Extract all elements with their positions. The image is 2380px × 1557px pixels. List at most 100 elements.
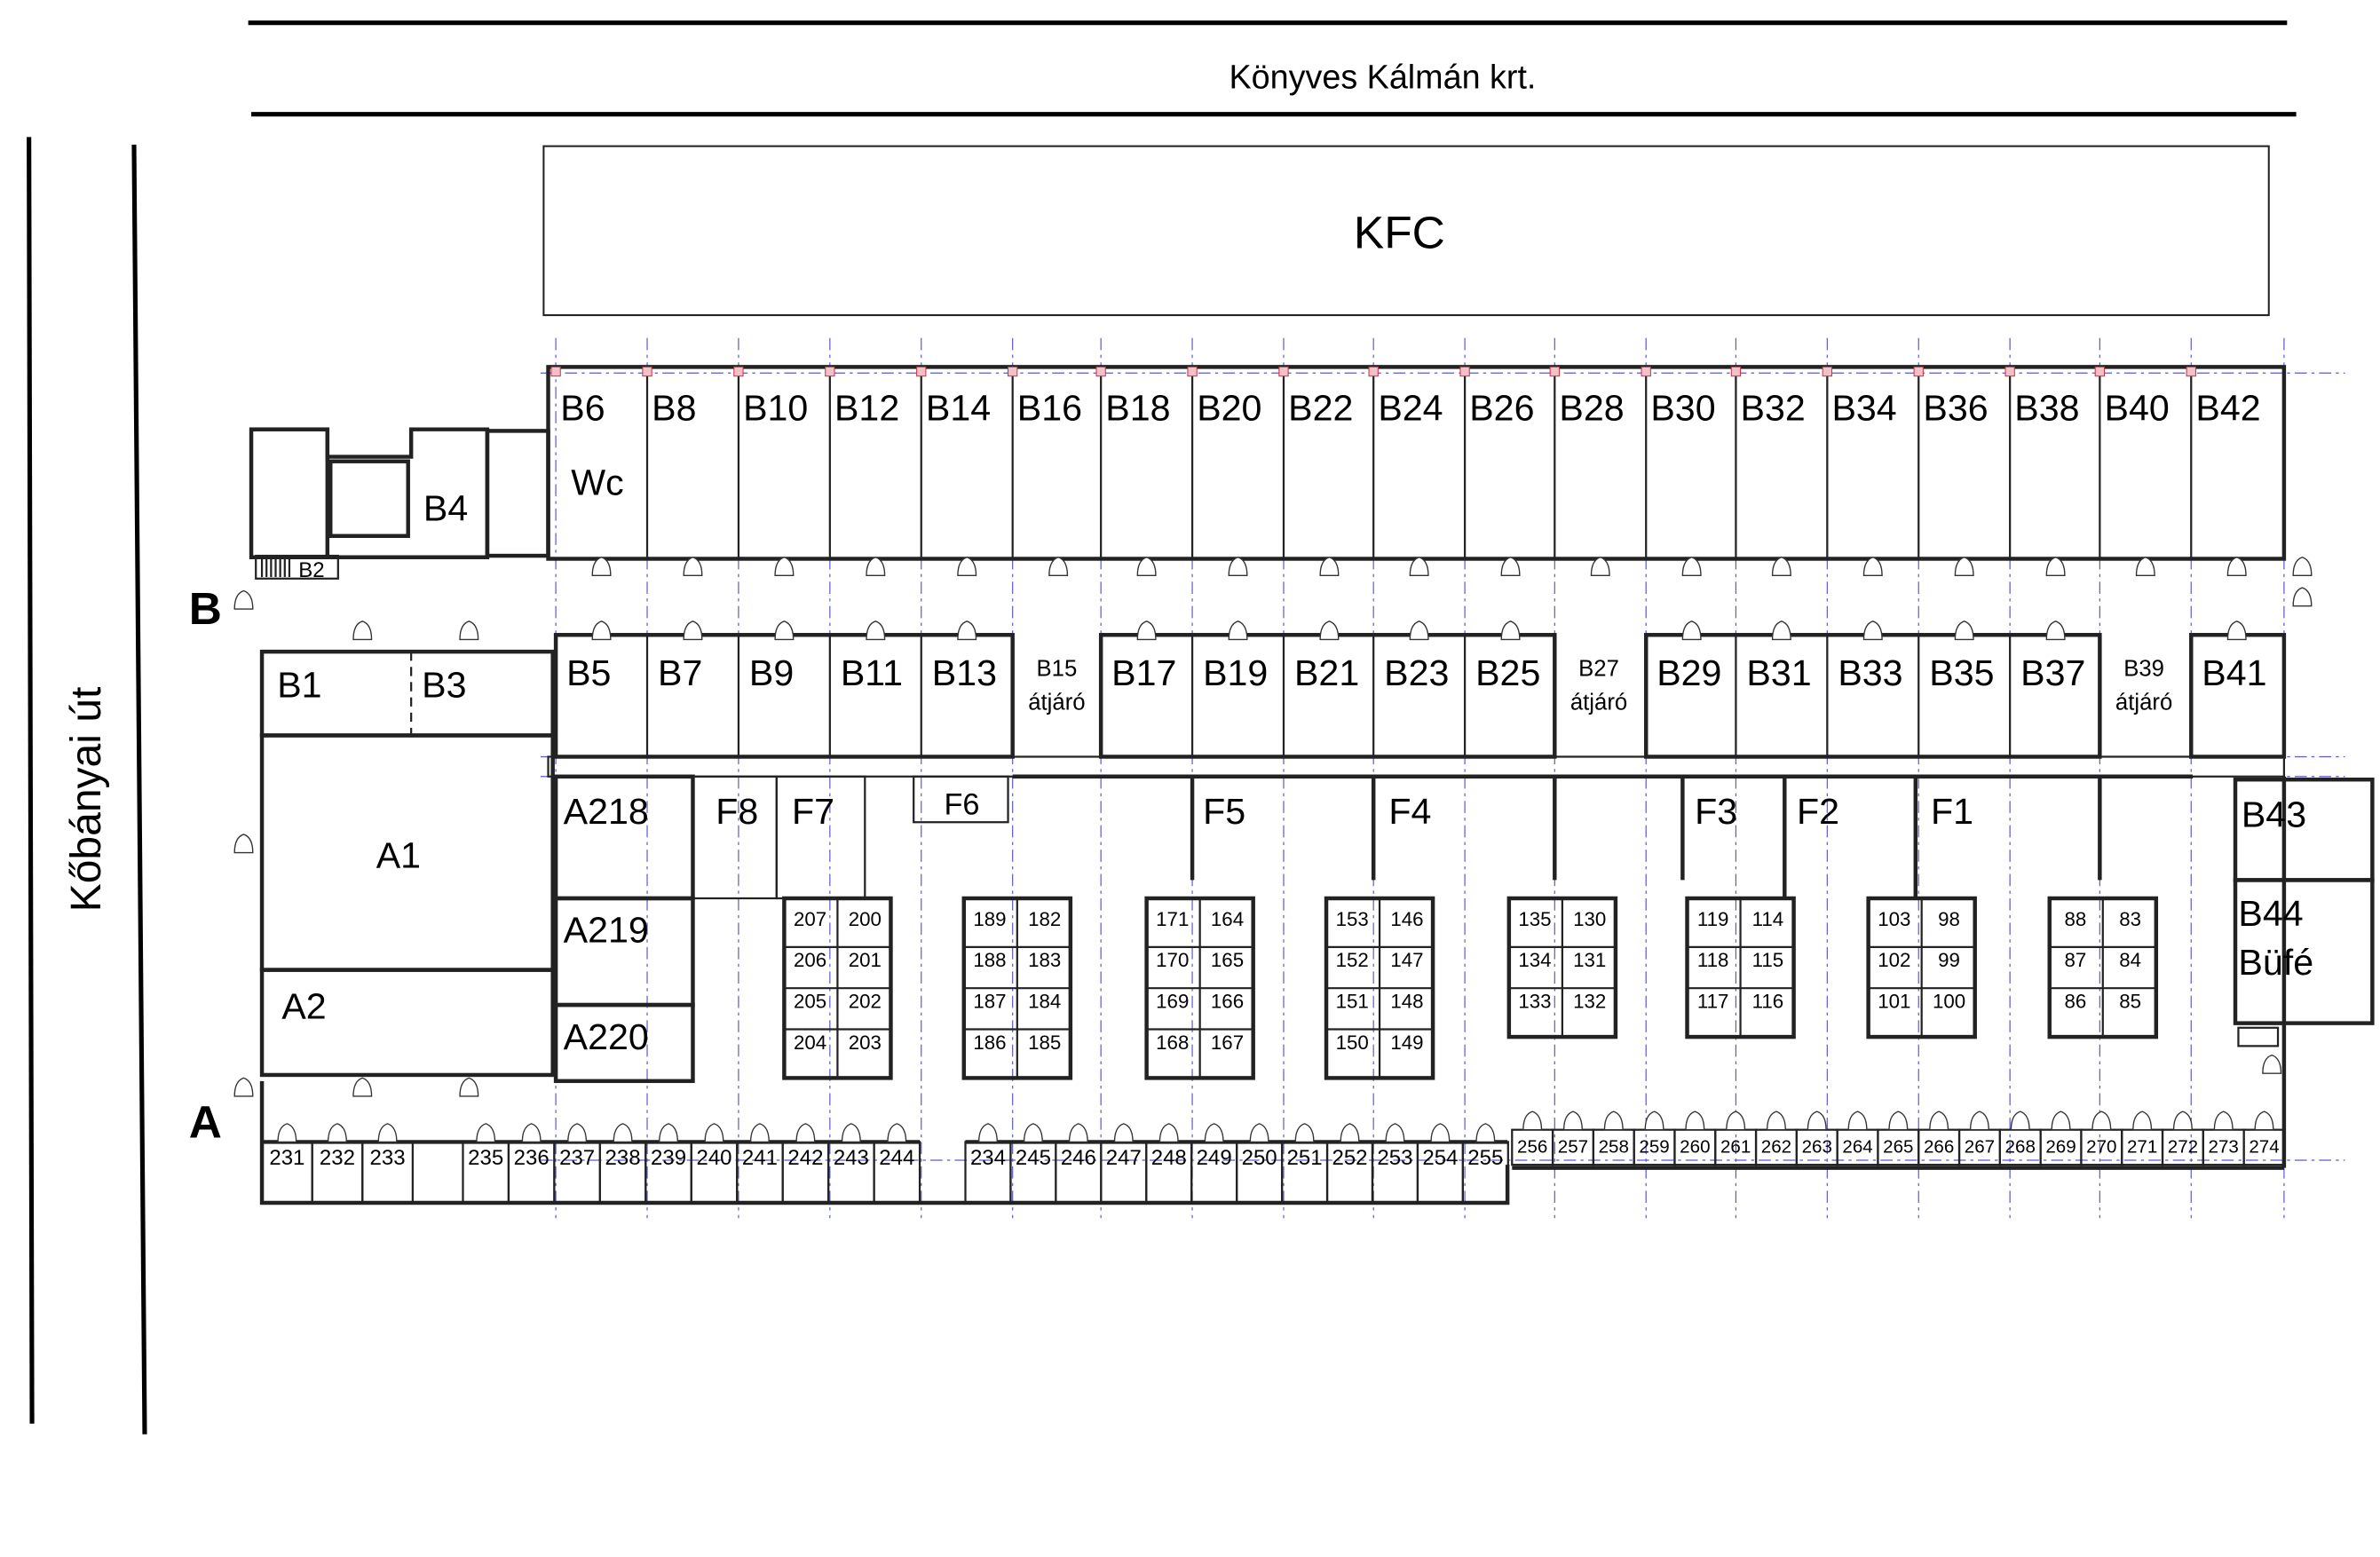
unit-label-B1: B1	[277, 665, 321, 706]
kiosk-label: 101	[1878, 990, 1910, 1012]
unit-label-B37: B37	[2020, 652, 2085, 693]
door-icon	[233, 589, 254, 610]
door-icon	[2045, 620, 2066, 641]
door-icon	[1249, 1123, 1269, 1143]
stall-label-256: 256	[1517, 1136, 1547, 1157]
kiosk-label: 171	[1156, 908, 1189, 930]
kiosk-label: 131	[1573, 949, 1606, 971]
column-marker	[642, 366, 652, 377]
door-icon	[233, 1077, 254, 1097]
door-icon	[1294, 1123, 1315, 1143]
stall-label-233: 233	[370, 1146, 406, 1170]
unit-label-B15: B15	[1037, 657, 1078, 682]
door-icon	[1409, 620, 1429, 641]
door-icon	[866, 620, 886, 641]
column-marker	[825, 366, 835, 377]
column-marker	[1641, 366, 1651, 377]
kiosk-label: 102	[1878, 949, 1910, 971]
unit-label-F7: F7	[792, 791, 834, 832]
kiosk-label: 151	[1336, 990, 1369, 1012]
kiosk-label: 203	[849, 1031, 882, 1054]
unit-label-B40: B40	[2104, 387, 2169, 428]
stall-label-270: 270	[2086, 1136, 2116, 1157]
b2-stairs	[255, 554, 339, 580]
kiosk-label: 135	[1518, 908, 1551, 930]
kiosk-label: 150	[1336, 1031, 1369, 1054]
door-icon	[2132, 1110, 2153, 1131]
door-icon	[1681, 620, 1702, 641]
door-icon	[1562, 1110, 1583, 1131]
kiosk-label: 87	[2065, 949, 2087, 971]
unit-label-B33: B33	[1838, 652, 1902, 693]
door-icon	[2292, 557, 2313, 577]
kiosk-label: 147	[1390, 949, 1423, 971]
column-marker	[1822, 366, 1832, 377]
unit-label-B5: B5	[566, 652, 611, 693]
kiosk-label: 189	[973, 908, 1006, 930]
door-icon	[1522, 1110, 1543, 1131]
stall-label-253: 253	[1377, 1146, 1412, 1170]
kiosk-label: 114	[1752, 908, 1784, 930]
door-icon	[2051, 1110, 2071, 1131]
door-icon	[1500, 620, 1521, 641]
door-icon	[1969, 1110, 1989, 1131]
unit-label-B43: B43	[2242, 794, 2306, 834]
unit-label-A2: A2	[281, 985, 326, 1026]
unit-label-B20: B20	[1197, 387, 1261, 428]
door-icon	[1409, 557, 1429, 577]
door-icon	[1113, 1123, 1134, 1143]
door-icon	[1590, 557, 1610, 577]
door-icon	[1500, 557, 1521, 577]
kiosk-label: 133	[1518, 990, 1551, 1012]
door-icon	[277, 1123, 297, 1143]
stall-label-263: 263	[1802, 1136, 1832, 1157]
kiosk-label: 86	[2065, 990, 2087, 1012]
column-marker	[916, 366, 927, 377]
unit-label-F4: F4	[1388, 791, 1431, 832]
door-icon	[1954, 557, 1974, 577]
kiosk-label: 132	[1573, 990, 1606, 1012]
column-marker	[1549, 366, 1560, 377]
stall-label-266: 266	[1924, 1136, 1954, 1157]
door-icon	[1888, 1110, 1909, 1131]
unit-label-B11: B11	[841, 652, 903, 693]
kiosk-label: 85	[2119, 990, 2141, 1012]
stall-label-267: 267	[1965, 1136, 1995, 1157]
unit-label-B29: B29	[1657, 652, 1721, 693]
kiosk-label: 207	[794, 908, 826, 930]
door-icon	[1847, 1110, 1868, 1131]
door-icon	[1726, 1110, 1746, 1131]
column-marker	[2094, 366, 2106, 377]
door-icon	[887, 1123, 907, 1143]
unit-label-B19: B19	[1203, 652, 1268, 693]
unit-label-B22: B22	[1288, 387, 1353, 428]
door-icon	[327, 1123, 347, 1143]
unit-label-B25: B25	[1475, 652, 1540, 693]
door-icon	[2172, 1110, 2193, 1131]
column-marker	[2004, 366, 2015, 377]
b44-block	[2233, 878, 2375, 1025]
column-marker	[1459, 366, 1470, 377]
stall-label-273: 273	[2209, 1136, 2239, 1157]
unit-label-A218: A218	[564, 791, 649, 832]
kiosk-label: 182	[1028, 908, 1061, 930]
stall-label-262: 262	[1761, 1136, 1791, 1157]
door-icon	[352, 620, 373, 641]
unit-label-F2: F2	[1797, 791, 1839, 832]
stall-label-236: 236	[514, 1146, 550, 1170]
door-icon	[521, 1123, 542, 1143]
door-icon	[352, 1077, 373, 1097]
door-icon	[1771, 620, 1791, 641]
unit-label-B34: B34	[1831, 387, 1896, 428]
unit-label-B9: B9	[749, 652, 794, 693]
kiosk-label: 146	[1390, 908, 1423, 930]
stall-label-272: 272	[2168, 1136, 2198, 1157]
door-icon	[866, 557, 886, 577]
stall-label-240: 240	[696, 1146, 731, 1170]
door-icon	[977, 1123, 998, 1143]
unit-label-F3: F3	[1695, 791, 1737, 832]
door-icon	[2254, 1110, 2274, 1131]
door-icon	[774, 620, 795, 641]
door-icon	[1136, 620, 1157, 641]
door-icon	[659, 1123, 679, 1143]
